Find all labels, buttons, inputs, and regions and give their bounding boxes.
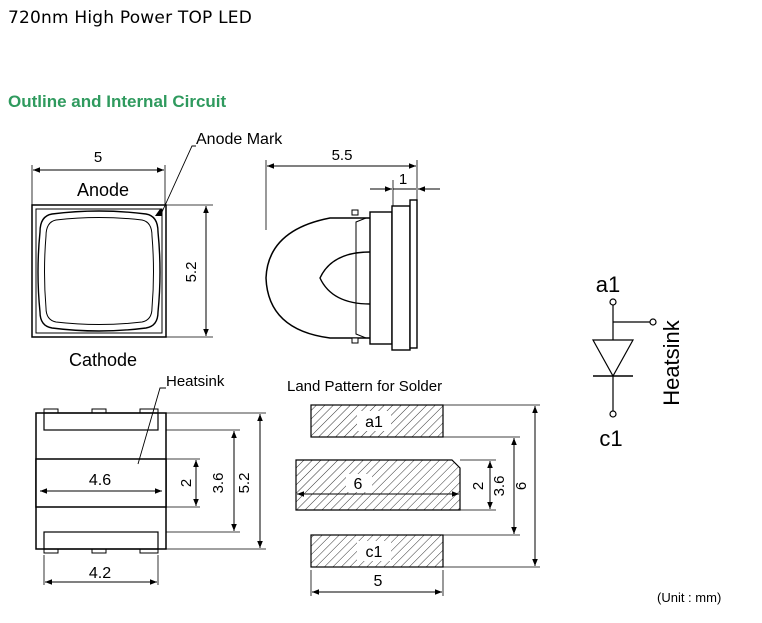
dim-bottom-width-label: 4.2 — [89, 565, 111, 582]
bottom-view: 4.6 4.2 Heatsink 2 3.6 5.2 — [35, 373, 266, 585]
terminal-c1 — [609, 410, 617, 418]
dim-top-height-label: 5.2 — [183, 262, 200, 283]
circuit-c1-label: c1 — [599, 426, 622, 451]
anode-mark-notch — [155, 209, 162, 216]
dim-land-h2-label: 3.6 — [491, 476, 508, 497]
diode-symbol — [591, 339, 635, 378]
anode-mark-label: Anode Mark — [196, 131, 283, 148]
heatsink-leader — [137, 387, 166, 465]
section-heading: Outline and Internal Circuit — [8, 92, 227, 111]
top-view: 5 Anode Cathode 5.2 Anode Mark — [31, 131, 283, 370]
page-title: 720nm High Power TOP LED — [8, 8, 252, 28]
unit-note: (Unit : mm) — [657, 590, 722, 605]
pad-heatsink — [295, 459, 461, 511]
bottom-anode-pad — [43, 412, 159, 431]
dim-land-h3-label: 6 — [513, 482, 530, 490]
bottom-heatsink-pad — [35, 458, 167, 508]
land-pattern: Land Pattern for Solder a1 6 c1 2 3.6 6 … — [287, 378, 540, 596]
lens-outline — [37, 210, 161, 332]
led-top-body — [31, 204, 167, 338]
side-lens-dome — [265, 217, 370, 339]
terminal-heatsink — [649, 318, 657, 326]
dim-side-thickness-label: 1 — [399, 171, 407, 188]
side-frame — [391, 205, 411, 351]
land-pattern-title: Land Pattern for Solder — [287, 378, 442, 395]
dim-bottom-h2-label: 3.6 — [210, 473, 227, 494]
dim-heatsink-width-label: 4.6 — [89, 472, 111, 489]
internal-circuit: a1 c1 Heatsink — [591, 272, 684, 451]
pad-6-label: 6 — [354, 476, 363, 493]
bottom-cathode-pad — [43, 531, 159, 550]
heatsink-callout-label: Heatsink — [166, 373, 225, 390]
dim-top-width-label: 5 — [94, 149, 102, 166]
dim-bottom-h3-label: 5.2 — [236, 473, 253, 494]
side-body — [369, 211, 393, 345]
pad-a1-label: a1 — [365, 414, 383, 431]
circuit-a1-label: a1 — [596, 272, 620, 297]
cathode-label: Cathode — [69, 350, 137, 370]
pad-c1-label: c1 — [366, 544, 383, 561]
dim-bottom-h1-label: 2 — [178, 479, 195, 487]
side-view: 5.5 1 — [265, 147, 440, 351]
terminal-a1 — [609, 298, 617, 306]
dim-land-h1-label: 2 — [470, 482, 487, 490]
circuit-heatsink-label: Heatsink — [659, 319, 684, 406]
side-heatsink — [409, 199, 418, 349]
anode-label: Anode — [77, 180, 129, 200]
anode-mark-leader — [161, 145, 196, 213]
dim-land-width-label: 5 — [374, 573, 383, 590]
dim-side-length-label: 5.5 — [332, 147, 353, 164]
